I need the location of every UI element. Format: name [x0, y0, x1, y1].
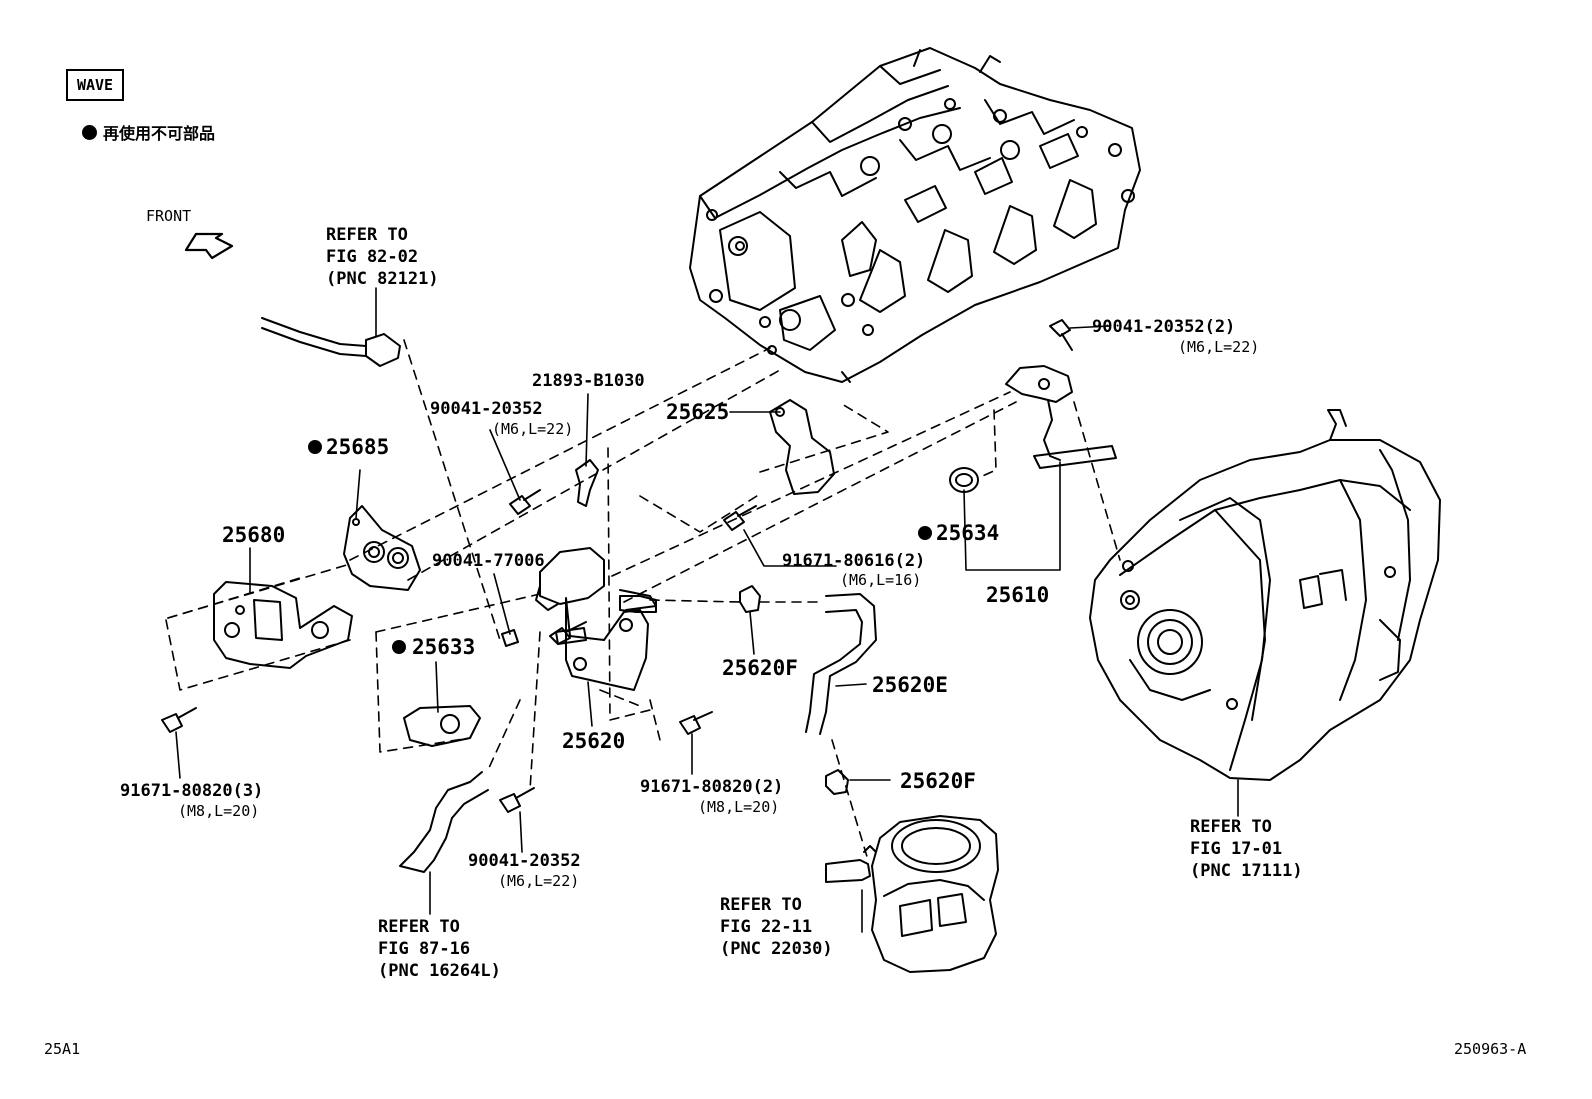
- bolt-91671-80616[interactable]: 91671-80616(2): [782, 551, 926, 571]
- clamp-25634-illustration: [949, 467, 979, 493]
- wave-legend-box: WAVE: [66, 69, 124, 101]
- part-21893-b1030[interactable]: 21893-B1030: [532, 371, 645, 391]
- refer-87-line1: REFER TO: [378, 917, 460, 937]
- bolt-90041-20352-2[interactable]: 90041-20352(2): [1092, 317, 1236, 337]
- refer-87-line2: FIG 87-16: [378, 939, 471, 959]
- cylinder-head-illustration: [689, 47, 1141, 383]
- refer-87-16[interactable]: REFER TO FIG 87-16 (PNC 16264L): [378, 916, 501, 982]
- refer-17-01[interactable]: REFER TO FIG 17-01 (PNC 17111): [1190, 816, 1303, 882]
- bolt-90041-20352-upper-spec: (M6,L=22): [492, 420, 574, 438]
- refer-17-line3: (PNC 17111): [1190, 861, 1303, 881]
- gasket-25633-illustration: [403, 705, 481, 747]
- egr-valve-illustration: [535, 547, 657, 691]
- part-25625[interactable]: 25625: [666, 400, 730, 424]
- refer-82-line2: FIG 82-02: [326, 247, 419, 267]
- pipe-connector-illustration: [619, 595, 657, 613]
- bolt-90041-20352-2-spec: (M6,L=22): [1178, 338, 1260, 356]
- refer-87-line3: (PNC 16264L): [378, 961, 501, 981]
- part-25634[interactable]: 25634: [936, 521, 1000, 545]
- assembly-dashed-lines: [165, 339, 1121, 861]
- hose-25620e-illustration: [805, 593, 877, 735]
- front-arrow-icon: [184, 232, 234, 260]
- bolt-90041-20352-lower[interactable]: 90041-20352: [468, 851, 581, 871]
- reusable-marks: [308, 440, 932, 654]
- part-25685[interactable]: 25685: [326, 435, 390, 459]
- water-hose-illustration: [399, 771, 489, 873]
- nut-90041-77006[interactable]: 90041-77006: [432, 551, 545, 571]
- part-25633[interactable]: 25633: [412, 635, 476, 659]
- bolt-91671-80820-2-spec: (M8,L=20): [698, 798, 780, 816]
- egr-cooler-illustration: [213, 581, 353, 669]
- non-reusable-note: 再使用不可部品: [82, 120, 215, 144]
- bolt-91671-80820-3-spec: (M8,L=20): [178, 802, 260, 820]
- egr-pipe-25610-illustration: [1005, 365, 1117, 469]
- refer-17-line2: FIG 17-01: [1190, 839, 1283, 859]
- bracket-21893-illustration: [575, 459, 599, 507]
- part-25680[interactable]: 25680: [222, 523, 286, 547]
- part-25620f-lower[interactable]: 25620F: [900, 769, 976, 793]
- bolt-91671-80820-2[interactable]: 91671-80820(2): [640, 777, 784, 797]
- bolt-90041-20352-lower-spec: (M6,L=22): [498, 872, 580, 890]
- part-25620e[interactable]: 25620E: [872, 673, 948, 697]
- hose-clip-lower-illustration: [825, 769, 849, 795]
- throttle-body-illustration: [825, 815, 999, 973]
- non-reusable-text: 再使用不可部品: [103, 124, 216, 143]
- part-25610[interactable]: 25610: [986, 583, 1050, 607]
- bolt-icons: [161, 319, 1073, 813]
- gasket-25685-illustration: [343, 505, 421, 591]
- front-label: FRONT: [146, 207, 192, 225]
- refer-82-line3: (PNC 82121): [326, 269, 439, 289]
- footer-right-code: 250963-A: [1454, 1040, 1527, 1058]
- refer-22-line3: (PNC 22030): [720, 939, 833, 959]
- footer-left-code: 25A1: [44, 1040, 81, 1058]
- refer-22-11[interactable]: REFER TO FIG 22-11 (PNC 22030): [720, 894, 833, 960]
- sensor-wire-illustration: [261, 317, 401, 367]
- refer-22-line2: FIG 22-11: [720, 917, 813, 937]
- part-25620f-upper[interactable]: 25620F: [722, 656, 798, 680]
- intake-manifold-illustration: [1089, 409, 1441, 781]
- leader-lines: [175, 287, 1239, 933]
- plate-25625-illustration: [769, 399, 835, 495]
- bolt-91671-80820-3[interactable]: 91671-80820(3): [120, 781, 264, 801]
- part-25620[interactable]: 25620: [562, 729, 626, 753]
- bolt-91671-80616-spec: (M6,L=16): [840, 571, 922, 589]
- refer-17-line1: REFER TO: [1190, 817, 1272, 837]
- hose-clip-upper-illustration: [739, 585, 761, 613]
- refer-82-line1: REFER TO: [326, 225, 408, 245]
- refer-82-02[interactable]: REFER TO FIG 82-02 (PNC 82121): [326, 224, 439, 290]
- bolt-90041-20352-upper[interactable]: 90041-20352: [430, 399, 543, 419]
- bullet-icon: [82, 125, 97, 140]
- refer-22-line1: REFER TO: [720, 895, 802, 915]
